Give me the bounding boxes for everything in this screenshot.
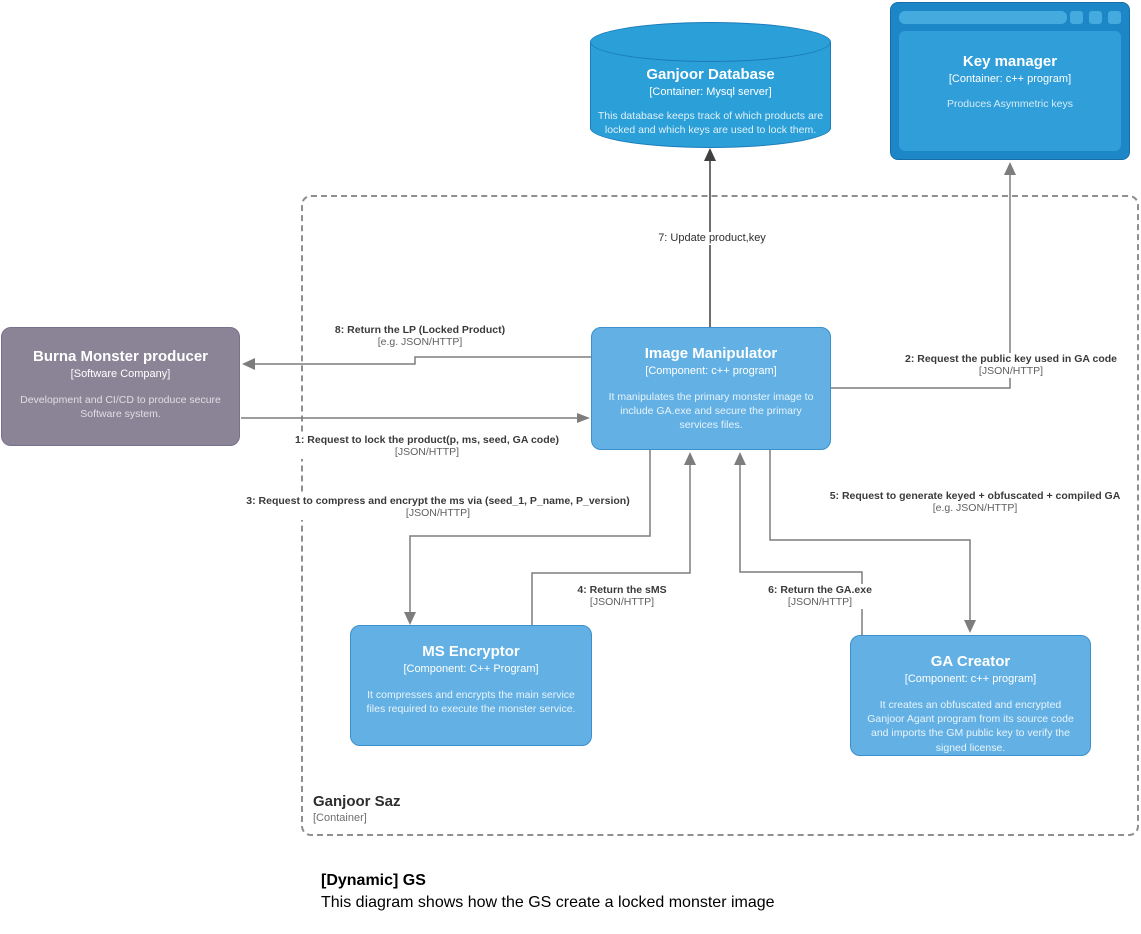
relationship-technology: [JSON/HTTP] [978, 365, 1044, 378]
ga-creator-node: GA Creator [Component: c++ program] It c… [850, 635, 1091, 756]
browser-address-bar-icon [899, 11, 1067, 24]
node-description: It compresses and encrypts the main serv… [366, 689, 576, 716]
relationship-technology: [e.g. JSON/HTTP] [932, 502, 1018, 515]
ms-encryptor-node: MS Encryptor [Component: C++ Program] It… [350, 625, 592, 746]
relationship-label-2: 2: Request the public key used in GA cod… [902, 353, 1120, 378]
relationship-label-3: 3: Request to compress and encrypt the m… [243, 495, 633, 520]
node-subtitle: [Component: C++ Program] [403, 663, 539, 675]
relationship-technology: [JSON/HTTP] [394, 446, 460, 459]
caption-description: This diagram shows how the GS create a l… [321, 894, 775, 911]
relationship-technology: [JSON/HTTP] [787, 596, 853, 609]
browser-window-button-icon [1089, 11, 1102, 24]
relationship-technology: [JSON/HTTP] [405, 507, 471, 520]
boundary-label: Ganjoor Saz [Container] [313, 793, 401, 824]
relationship-text: 4: Return the sMS [577, 584, 667, 596]
arrowhead-7-icon [704, 148, 716, 161]
relationship-text: 5: Request to generate keyed + obfuscate… [829, 490, 1121, 502]
burna-monster-producer-node: Burna Monster producer [Software Company… [1, 327, 240, 446]
browser-window-button-icon [1108, 11, 1121, 24]
relationship-text: 1: Request to lock the product(p, ms, se… [295, 434, 559, 446]
relationship-label-7: 7: Update product,key [655, 232, 769, 245]
node-title: Image Manipulator [644, 345, 778, 362]
browser-content-panel: Key manager [Container: c++ program] Pro… [899, 31, 1121, 151]
node-title: Burna Monster producer [32, 348, 209, 365]
node-title: Ganjoor Database [646, 66, 775, 83]
browser-window-button-icon [1070, 11, 1083, 24]
node-title: Key manager [962, 53, 1058, 70]
node-subtitle: [Container: Mysql server] [649, 86, 772, 98]
node-description: It creates an obfuscated and encrypted G… [867, 699, 1074, 754]
node-description: This database keeps track of which produ… [597, 110, 824, 137]
arrowhead-2-icon [1004, 162, 1016, 175]
node-subtitle: [Software Company] [70, 368, 171, 380]
relationship-text: 3: Request to compress and encrypt the m… [246, 495, 630, 507]
key-manager-node: Key manager [Container: c++ program] Pro… [890, 2, 1130, 160]
relationship-label-6: 6: Return the GA.exe [JSON/HTTP] [765, 584, 875, 609]
arrowhead-8-icon [242, 358, 255, 370]
relationship-text: 6: Return the GA.exe [768, 584, 872, 596]
node-subtitle: [Component: c++ program] [645, 365, 777, 377]
relationship-text: 8: Return the LP (Locked Product) [334, 324, 506, 336]
relationship-label-5: 5: Request to generate keyed + obfuscate… [826, 490, 1124, 515]
relationship-label-8: 8: Return the LP (Locked Product) [e.g. … [331, 324, 509, 349]
relationship-label-1: 1: Request to lock the product(p, ms, se… [292, 434, 562, 459]
node-description: Development and CI/CD to produce secure … [20, 394, 221, 421]
node-subtitle: [Container: c++ program] [948, 73, 1072, 85]
relationship-technology: [e.g. JSON/HTTP] [377, 336, 463, 349]
ganjoor-database-node: Ganjoor Database [Container: Mysql serve… [590, 22, 831, 148]
diagram-caption: [Dynamic] GS This diagram shows how the … [321, 872, 781, 913]
boundary-title: Ganjoor Saz [313, 793, 401, 810]
relationship-text: 7: Update product,key [658, 232, 766, 244]
node-title: GA Creator [930, 653, 1011, 670]
relationship-label-4: 4: Return the sMS [JSON/HTTP] [574, 584, 670, 609]
relationship-technology: [JSON/HTTP] [589, 596, 655, 609]
node-description: It manipulates the primary monster image… [608, 391, 814, 432]
node-subtitle: [Component: c++ program] [904, 673, 1037, 685]
caption-title: [Dynamic] GS [321, 872, 426, 889]
node-description: Produces Asymmetric keys [946, 98, 1074, 110]
node-title: MS Encryptor [422, 643, 520, 660]
boundary-subtitle: [Container] [313, 812, 367, 824]
relationship-text: 2: Request the public key used in GA cod… [905, 353, 1117, 365]
image-manipulator-node: Image Manipulator [Component: c++ progra… [591, 327, 831, 450]
cylinder-top [590, 22, 831, 62]
